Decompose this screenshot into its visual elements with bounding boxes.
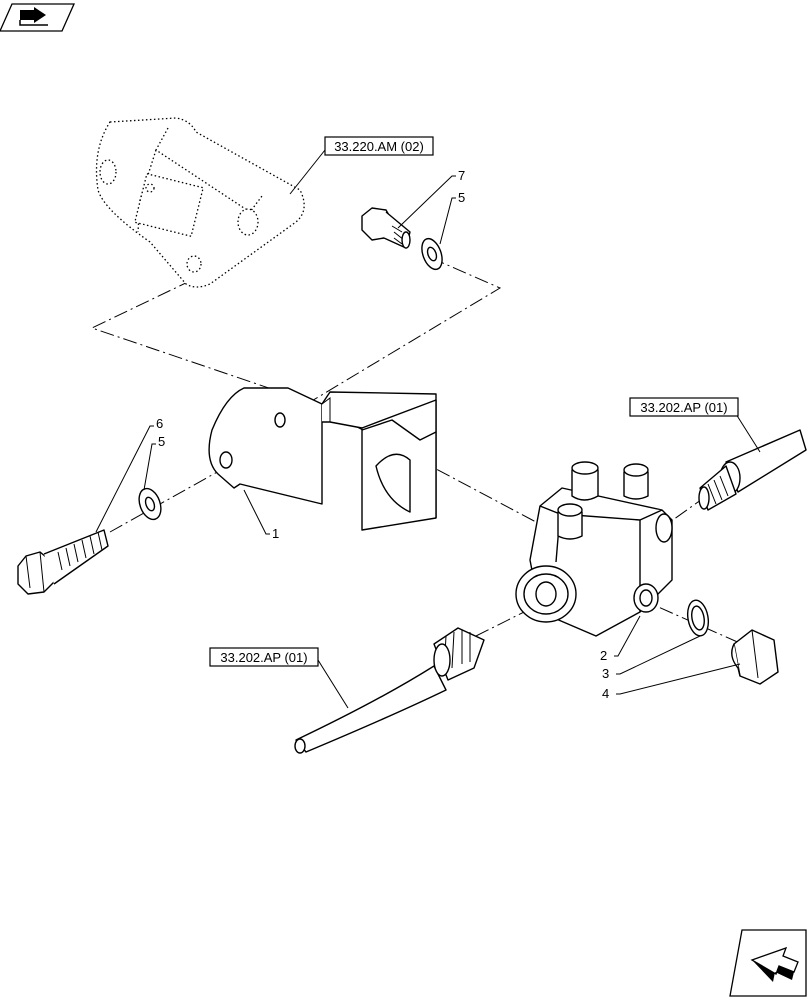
bolt-6 [17, 529, 109, 595]
callout-1: 1 [243, 489, 279, 541]
washer-5-left [138, 487, 162, 521]
valve-body-2 [515, 461, 673, 637]
svg-text:3: 3 [602, 666, 609, 681]
svg-text:1: 1 [272, 526, 279, 541]
svg-text:5: 5 [458, 190, 465, 205]
callout-5-left: 5 [143, 434, 165, 491]
callout-3: 3 [602, 635, 701, 681]
callout-4: 4 [602, 663, 741, 701]
plug-4 [731, 629, 779, 685]
reference-33-202-ap-bottom[interactable]: 33.202.AP (01) [209, 647, 349, 709]
svg-text:7: 7 [458, 168, 465, 183]
reference-label: 33.220.AM (02) [334, 139, 424, 154]
bolt-7 [361, 207, 411, 249]
hose-right [698, 429, 807, 511]
svg-text:6: 6 [156, 416, 163, 431]
svg-text:5: 5 [158, 434, 165, 449]
washer-5-top [421, 237, 443, 271]
next-page-arrow-icon[interactable] [729, 929, 807, 997]
o-ring-3 [686, 599, 710, 637]
phantom-block [95, 117, 305, 288]
svg-text:4: 4 [602, 686, 609, 701]
reference-33-202-ap-right[interactable]: 33.202.AP (01) [629, 397, 761, 453]
callout-5-top: 5 [439, 190, 465, 245]
callout-6: 6 [95, 416, 163, 533]
hose-bottom [294, 627, 485, 754]
reference-33-220-am[interactable]: 33.220.AM (02) [289, 136, 434, 195]
svg-text:2: 2 [600, 648, 607, 663]
callout-2: 2 [600, 615, 641, 663]
svg-text:33.202.AP (01): 33.202.AP (01) [640, 400, 727, 415]
bracket-1 [208, 387, 437, 531]
book-arrow-icon[interactable] [0, 3, 76, 32]
callout-7: 7 [397, 168, 465, 229]
svg-text:33.202.AP (01): 33.202.AP (01) [220, 650, 307, 665]
